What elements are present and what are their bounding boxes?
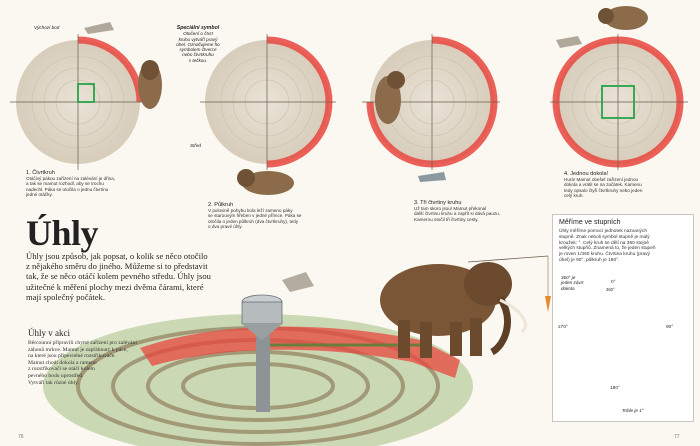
top-props [84,22,582,292]
intro-line: užitečné k měření plochy mezi dvěma čára… [26,281,204,292]
step-title: 3. Tři čtvrtiny kruhu [414,200,462,206]
page-title: Úhly [26,213,99,253]
page-number-right: 77 [674,434,680,440]
step-text-line: dokola a vrátil se na začátek. Kamenu [564,182,642,188]
intro-line: z nějakého směru do jiného. Můžeme si to… [26,261,208,272]
action-line: Vytváří tak různé úhly. [28,379,79,386]
special-symbol-line: s tečkou. [188,57,208,63]
step-caption-3: 3. Tři čtvrtiny kruhu Už tam skoro jsou!… [414,200,534,222]
step-caption-1: 1. Čtvrtkruh Otáčivý pákou zařízení na z… [26,170,156,198]
step-title: 2. Půlkruh [208,202,234,208]
action-line: Mamut chodí dokola a rameno [28,359,97,366]
step-title: 4. Jednou dokola! [564,171,609,177]
degrees-box-line: velkých stupňů. Znamená to, že jeden stu… [559,246,656,252]
start-point-label: Výchozí bod [34,25,60,30]
special-symbol-line: symbolem čtverce [179,47,217,53]
step-text-line: Hurá! Mamut obešel zařízení jednou [564,177,639,182]
step-text-line: se starouvým hřeben v jedné přímce. Páka… [208,213,302,219]
step-text-line: V polovině pohybu kola leží zameno páky [208,208,293,213]
degrees-box-line: je roven 1/360 kruhu. Čtvrtina kruhu (pr… [559,252,650,258]
dial-label-360: 360° [606,287,615,292]
special-symbol-line: nebo čtvrtkruhu [182,52,214,58]
action-line: na které jsou připevněné rozstřikovače. [28,353,116,360]
one-degree-note: Tohle je 1° [622,408,644,413]
degrees-box-line: stupně. Znak neboli symbol stupně je mal… [559,234,650,240]
page-number-left: 76 [18,434,24,440]
step-text-line: Kamerou otočil tři čtvrtiny cesty. [414,216,479,222]
quarter-turn-diagram [10,34,162,170]
step-text-line: tedy opsalo čtyři čtvrtkruhy nebo jeden [564,187,643,193]
step-title: 1. Čtvrtkruh [26,170,55,176]
dial-label-270: 270° [558,325,568,330]
step-text-line: nadechl. Páka se otočila o jednu čtvrtin… [26,186,109,192]
mammoth-illustration [380,255,551,358]
action-line: Běrcounní připravili chytré zařízení pro… [28,340,137,346]
action-line: pevného bodu uprostřed. [28,372,84,379]
step-text-line: jedné otáčky. [26,192,53,198]
dial-label-90: 90° [666,325,674,330]
dial-label-0: 0° [611,280,616,285]
step-text-line: otočila o jeden půlkruh (dva čtvrtkruhy)… [208,218,299,224]
action-section: Úhly v akci Běrcounní připravili chytré … [28,328,178,386]
degrees-box-line: kroužek: °. Celý kruh se dělí na 360 ste… [559,240,649,246]
full-turn-note: 360° je jeden závrt dokola [561,275,601,291]
degrees-box-line: úhel) je 90°, půlkruh je 180°. [559,257,620,263]
step-text-line: další čtvrtinu kruhu a zapřít si dává pa… [414,211,501,217]
degrees-info-box: Měříme ve stupních Úhly měříme pomocí je… [552,214,694,422]
action-line: z rozstřikovačí se otáčí kolem [28,366,95,373]
dial-label-180: 180° [610,386,620,391]
intro-paragraph: Úhly jsou způsob, jak popsat, o kolik se… [26,251,276,302]
step-caption-2: 2. Půlkruh V polovině pohybu kola leží z… [208,202,338,230]
degrees-box-title: Měříme ve stupních [559,219,621,226]
step-text-line: Otáčivý pákou zařízení na zalévání je dř… [26,176,116,181]
field-scene [43,294,473,446]
action-line: záhonů mrkve. Mamut je zapřáhnutý k páce… [28,346,128,353]
intro-line: tak, že se něco otáčí kolem pevného stře… [26,271,211,282]
degrees-box-text: Úhly měříme pomocí jednotek nazvaných st… [559,229,689,264]
step-text-line: o dva pravé úhly. [208,224,243,230]
half-turn-diagram [200,34,336,195]
step-text-line: a tak se mamut rozhodl, aby se trochu [26,181,104,187]
action-title: Úhly v akci [28,328,70,338]
step-caption-4: 4. Jednou dokola! Hurá! Mamut obešel zař… [564,171,684,199]
special-symbol-line: úhel. Označujeme ho [176,41,220,47]
full-turn-note-line: dokola [561,285,575,291]
special-symbol-line: Otočení o čtvrt [183,31,213,37]
degrees-box-line: Úhly měříme pomocí jednotek nazvaných [559,229,647,234]
step-text-line: Už tam skoro jsou! Mamut překonal [414,206,487,211]
full-turn-note-line: jeden závrt [561,280,584,286]
special-symbol-line: kruhu vytváří pravý [178,36,218,42]
intro-line: mají společný počátek. [26,291,105,302]
center-label: Střed [190,143,201,148]
special-symbol-note: Speciální symbol Otočení o čtvrt kruhu v… [170,25,226,63]
step-text-line: celý kruh. [564,193,584,199]
intro-line: Úhly jsou způsob, jak popsat, o kolik se… [26,251,208,261]
special-symbol-title: Speciální symbol [176,25,220,31]
full-turn-diagram [550,6,688,170]
three-quarter-turn-diagram [362,34,500,170]
full-turn-note-line: 360° je [561,275,576,280]
